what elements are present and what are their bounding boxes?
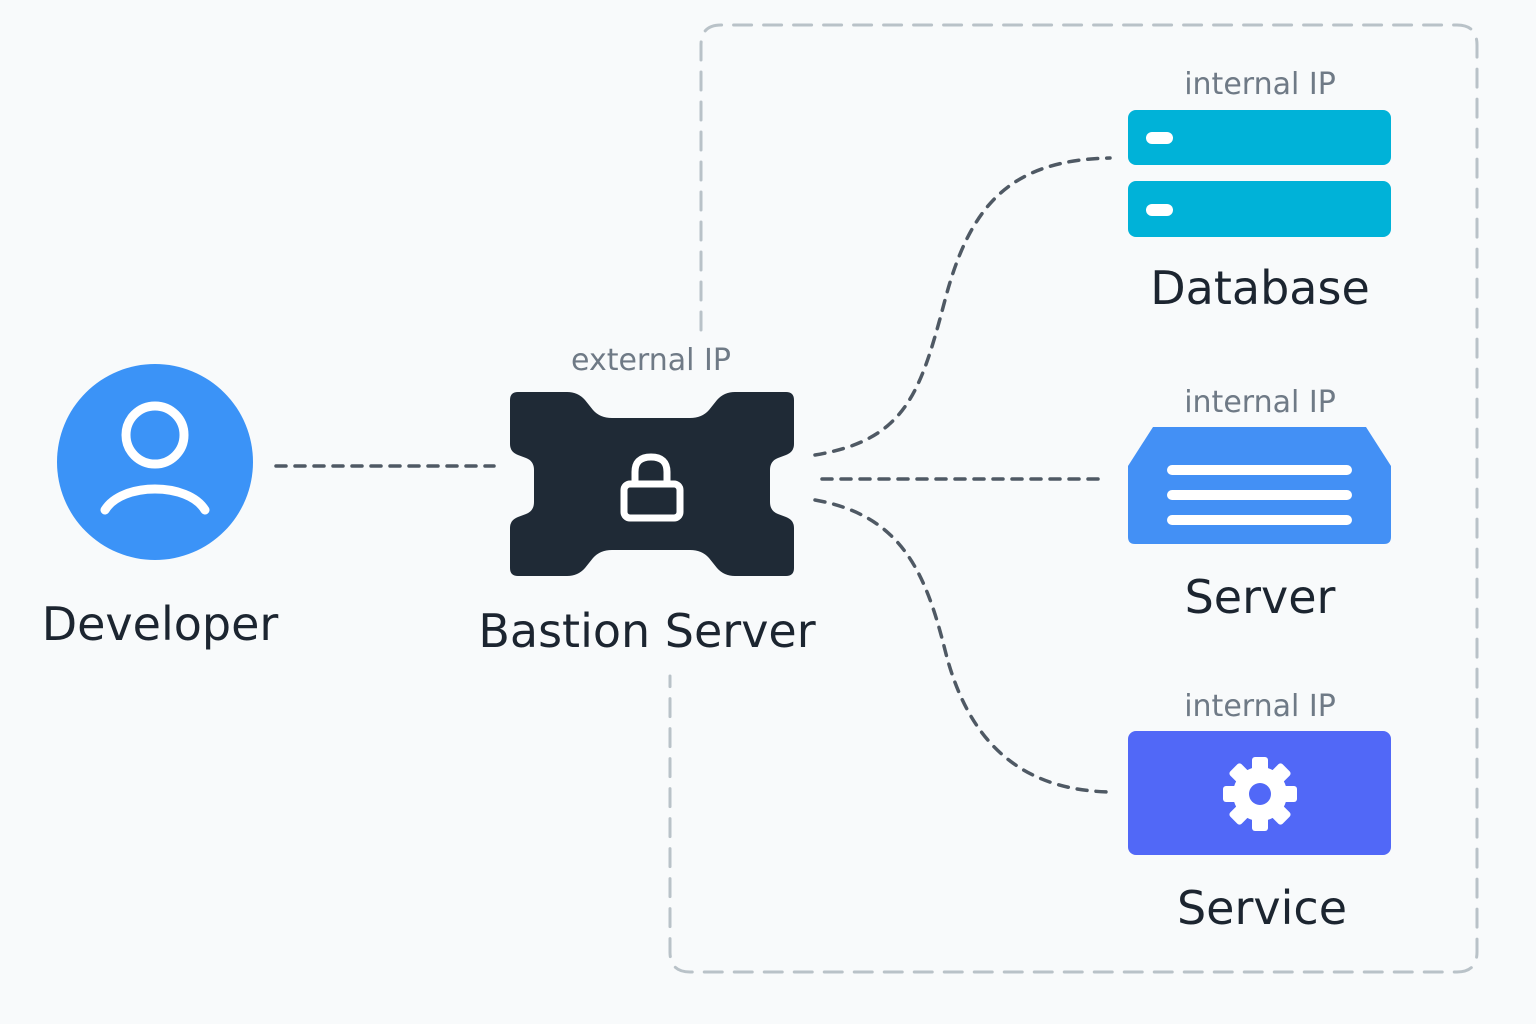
edge-bastion-service [813,498,1112,794]
edge-bastion-database [813,156,1112,457]
server-icon [1128,427,1391,544]
server-ip-label: internal IP [1184,385,1336,420]
database-label: Database [1150,261,1370,315]
bastion-ip-label: external IP [571,343,731,378]
database-node: internal IP Database [1128,67,1391,315]
service-label: Service [1177,881,1347,935]
service-node: internal IP Service [1128,689,1391,935]
database-icon [1128,110,1391,237]
service-ip-label: internal IP [1184,689,1336,724]
bastion-node: external IP Bastion Server [478,343,815,658]
database-ip-label: internal IP [1184,67,1336,102]
developer-node: Developer [42,364,279,651]
gear-icon [1223,757,1297,831]
bastion-label: Bastion Server [478,604,815,658]
developer-label: Developer [42,597,279,651]
server-node: internal IP Server [1128,385,1391,624]
private-network-boundary [668,23,1479,974]
lock-icon [620,453,684,522]
server-label: Server [1185,570,1336,624]
user-icon [100,401,210,515]
